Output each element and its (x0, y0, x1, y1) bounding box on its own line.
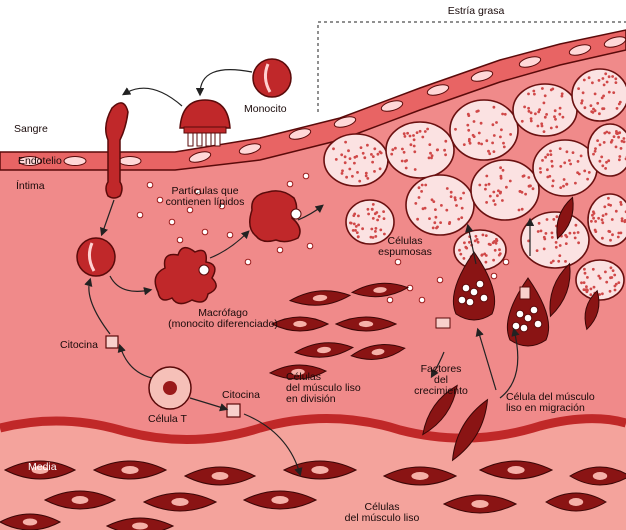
label-particulas: Partículas que contienen lípidos (150, 186, 260, 208)
label-endotelio: Endotelio (18, 156, 62, 167)
label-musculo-liso: Células del músculo liso (322, 502, 442, 524)
lipid-particle (137, 212, 143, 218)
foam-cell-icon (406, 175, 474, 235)
label-monocito: Monocito (244, 104, 287, 115)
lipid-particle (437, 277, 443, 283)
label-division: Células del músculo liso en división (286, 372, 361, 405)
foam-cell-icon (572, 69, 626, 121)
lipid-particle (277, 247, 283, 253)
label-citocina-2: Citocina (222, 390, 260, 401)
foam-cell-icon (521, 212, 589, 268)
intima-monocyte-icon (77, 238, 115, 276)
arrow-adhere-transmigrate (124, 88, 182, 106)
foam-cell-icon (386, 122, 454, 178)
label-migracion: Célula del músculo liso en migración (506, 392, 595, 414)
foam-cell-icon (588, 124, 626, 176)
label-celula-t: Célula T (148, 414, 187, 425)
arrow-monocyte-adhere (200, 70, 252, 94)
label-estria-grasa: Estría grasa (436, 6, 516, 17)
foam-cell-icon (324, 134, 388, 186)
endothelial-cell (119, 157, 141, 166)
foam-cell-icon (513, 84, 577, 136)
lipid-particle (303, 173, 309, 179)
foam-cell-icon (471, 160, 539, 220)
lipid-particle (419, 297, 425, 303)
cytokine-square-icon (227, 404, 240, 417)
adhering-monocyte-icon (180, 100, 230, 146)
monocyte-cell-icon (253, 59, 291, 97)
label-sangre: Sangre (14, 124, 48, 135)
label-intima: Íntima (16, 181, 45, 192)
lipid-particle (245, 259, 251, 265)
label-macrofago: Macrófago (monocito diferenciado) (148, 308, 298, 330)
label-celulas-espumosas: Células espumosas (360, 236, 450, 258)
lipid-particle (202, 229, 208, 235)
lipid-particle (395, 259, 401, 265)
lipid-particle (187, 207, 193, 213)
label-citocina-1: Citocina (60, 340, 98, 351)
foam-cell-icon (450, 100, 518, 160)
t-cell-icon (149, 367, 191, 409)
lipid-particle (387, 297, 393, 303)
foam-cell-icon (588, 194, 626, 246)
lipid-particle (491, 273, 497, 279)
endothelial-cell (64, 157, 86, 166)
lipid-particle (307, 243, 313, 249)
lipid-particle (503, 259, 509, 265)
lipid-particle (227, 232, 233, 238)
lipid-particle (169, 219, 175, 225)
lipid-particle (177, 237, 183, 243)
foam-cell-icon (576, 260, 624, 300)
cytokine-square-icon (106, 336, 118, 348)
lipid-particle (287, 181, 293, 187)
label-media: Media (28, 462, 57, 473)
label-factores: Factores del crecimiento (396, 364, 486, 397)
